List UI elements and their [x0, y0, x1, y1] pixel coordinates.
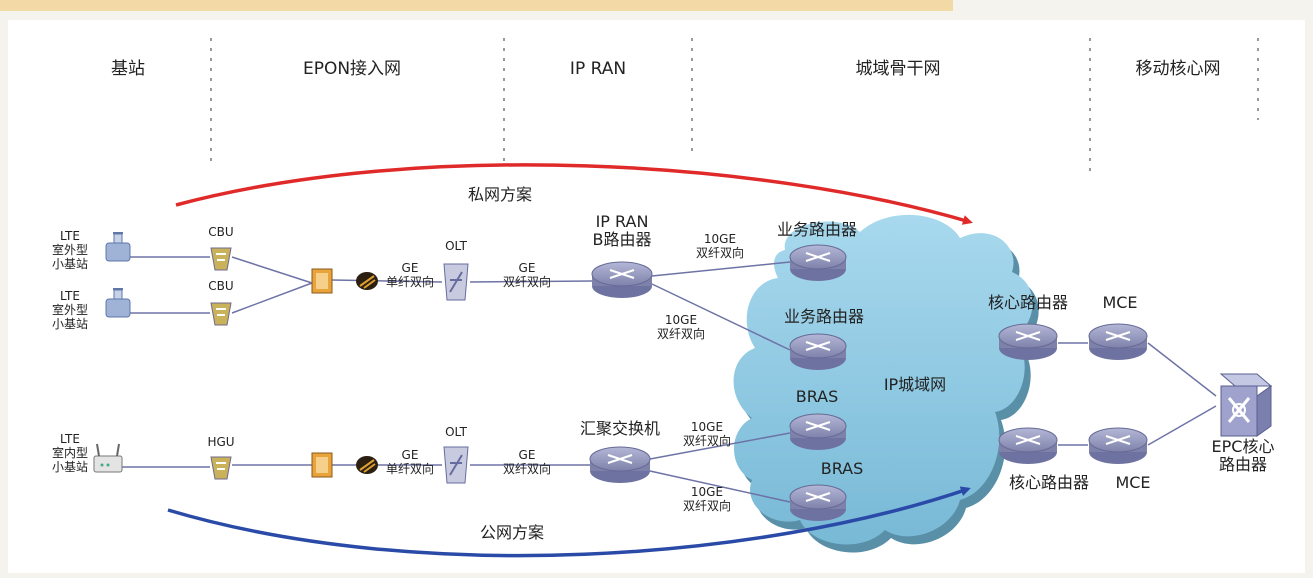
lte-outdoor-small-cell-1-icon: [105, 232, 131, 262]
header-base-station: 基站: [111, 59, 145, 79]
lte-outdoor-1-label: LTE 室外型 小基站: [51, 229, 89, 271]
cbu-1-label: CBU: [208, 225, 234, 239]
bras-2-icon: [789, 484, 847, 521]
link-cbu1-splitter: [231, 256, 313, 284]
ten-ge-label-2: 10GE 双纤双向: [656, 313, 706, 341]
epc-core-router-label: EPC核心 路由器: [1211, 437, 1275, 475]
ge-single-fiber-top-label: GE 单纤双向: [385, 261, 435, 289]
bras-2-label: BRAS: [820, 459, 864, 478]
top-bar: [0, 0, 953, 11]
public-scheme-label: 公网方案: [479, 523, 545, 542]
fiber-connector-bottom-icon: [356, 456, 378, 474]
cbu-2-icon: [210, 302, 232, 326]
links: [122, 256, 1217, 503]
link-agg-bras2: [649, 470, 791, 503]
private-scheme-arrow: [175, 163, 973, 225]
lte-outdoor-small-cell-2-icon: [105, 288, 131, 318]
link-cbu2-splitter: [231, 282, 313, 314]
ipran-b-router-label: IP RAN B路由器: [592, 212, 652, 250]
mce-2-label: MCE: [1115, 473, 1151, 492]
fiber-connector-top-icon: [356, 272, 378, 290]
diagram-panel: [8, 20, 1305, 573]
mce-1-label: MCE: [1102, 293, 1138, 312]
link-mce2-epc: [1147, 405, 1217, 446]
olt-bottom-label: OLT: [445, 425, 467, 439]
optical-splitter-bottom-icon: [311, 452, 333, 478]
cbu-2-label: CBU: [208, 279, 234, 293]
bras-1-icon: [789, 413, 847, 450]
epc-core-router-icon: [1219, 373, 1273, 437]
ge-dual-fiber-top-label: GE 双纤双向: [502, 261, 552, 289]
ip-metro-cloud: [733, 214, 1039, 553]
ip-metro-network-label: IP城域网: [883, 375, 947, 394]
service-router-1-icon: [789, 244, 847, 281]
link-ipran-service1: [651, 261, 791, 277]
service-router-2-icon: [789, 333, 847, 370]
header-ip-ran: IP RAN: [569, 59, 627, 79]
core-router-2-label: 核心路由器: [1008, 473, 1090, 492]
ten-ge-label-4: 10GE 双纤双向: [682, 485, 732, 513]
header-mobile-core: 移动核心网: [1135, 59, 1221, 79]
link-splitter-olt-top: [331, 279, 443, 283]
header-metro-backbone: 城域骨干网: [855, 59, 941, 79]
cbu-1-icon: [210, 247, 232, 271]
olt-top-icon: [443, 263, 469, 301]
core-router-1-icon: [998, 323, 1058, 360]
bras-1-label: BRAS: [795, 387, 839, 406]
mce-1-icon: [1088, 323, 1148, 360]
lte-outdoor-2-label: LTE 室外型 小基站: [51, 289, 89, 331]
header-epon-access: EPON接入网: [302, 59, 402, 79]
link-olt-ipran: [469, 280, 593, 283]
hgu-icon: [210, 456, 232, 480]
public-scheme-arrow: [167, 486, 971, 558]
lte-indoor-label: LTE 室内型 小基站: [51, 432, 89, 474]
aggregation-switch-icon: [589, 446, 651, 483]
link-agg-bras1: [649, 432, 791, 460]
link-mce1-epc: [1147, 342, 1217, 397]
ten-ge-label-1: 10GE 双纤双向: [695, 232, 745, 260]
service-router-2-label: 业务路由器: [783, 307, 865, 326]
private-scheme-label: 私网方案: [467, 185, 533, 204]
hgu-label: HGU: [207, 435, 235, 449]
ge-dual-fiber-bottom-label: GE 双纤双向: [502, 448, 552, 476]
section-dividers: [210, 38, 1259, 178]
core-router-2-icon: [998, 427, 1058, 464]
lte-indoor-small-cell-icon: [93, 443, 123, 473]
ipran-b-router-icon: [591, 261, 653, 298]
core-router-1-label: 核心路由器: [987, 293, 1069, 312]
service-router-1-label: 业务路由器: [776, 220, 858, 239]
ten-ge-label-3: 10GE 双纤双向: [682, 420, 732, 448]
aggregation-switch-label: 汇聚交换机: [579, 419, 661, 438]
mce-2-icon: [1088, 427, 1148, 464]
olt-top-label: OLT: [445, 239, 467, 253]
optical-splitter-top-icon: [311, 268, 333, 294]
olt-bottom-icon: [443, 446, 469, 484]
link-ipran-service2: [651, 283, 791, 351]
ge-single-fiber-bottom-label: GE 单纤双向: [385, 448, 435, 476]
